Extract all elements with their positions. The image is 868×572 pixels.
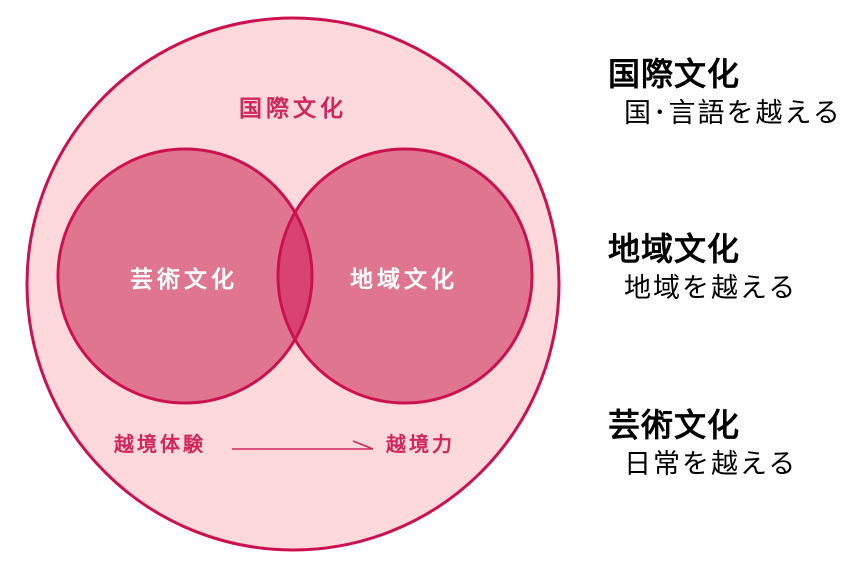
legend-title: 国際文化 [608, 55, 741, 93]
flow-to-label: 越境力 [385, 432, 455, 456]
legend-desc: 地域を越える [624, 273, 798, 304]
legend-desc: 日常を越える [624, 449, 798, 480]
legend-title: 芸術文化 [608, 406, 741, 444]
legend-international: 国際文化 国･言語を越える [608, 56, 842, 130]
arrow-head [352, 440, 374, 450]
flow-from-label: 越境体験 [113, 432, 206, 456]
legend-regional: 地域文化 地域を越える [608, 231, 797, 305]
legend-title: 地域文化 [608, 230, 741, 268]
inner-circle-regional [278, 149, 532, 403]
legend-arts: 芸術文化 日常を越える [608, 407, 797, 481]
inner-circle-arts-outline [56, 147, 314, 405]
legend-desc: 国･言語を越える [624, 98, 842, 129]
inner-circle-arts [58, 149, 312, 403]
outer-label: 国際文化 [239, 95, 347, 122]
right-circle-label: 地域文化 [350, 266, 458, 293]
left-circle-label: 芸術文化 [130, 266, 238, 293]
inner-circle-regional-outline [276, 147, 534, 405]
